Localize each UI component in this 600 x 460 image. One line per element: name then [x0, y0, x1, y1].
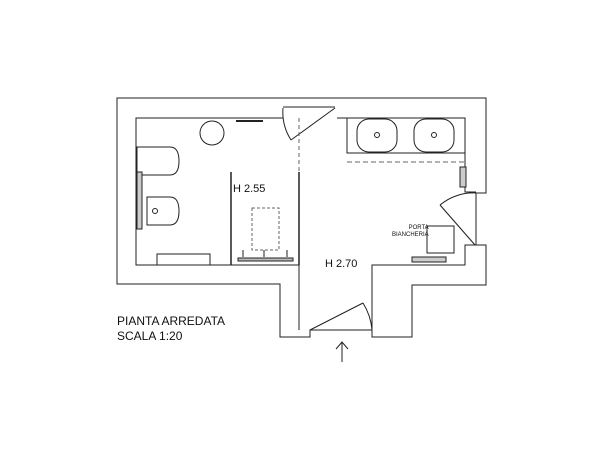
room-height-main: H 2.70 — [325, 258, 358, 270]
right-door-leaf — [439, 204, 476, 246]
laundry-label-line1: PORTA — [408, 225, 429, 231]
inner-wall-right-lower — [371, 244, 476, 330]
vanity-counter — [346, 117, 466, 154]
plan-title-block: PIANTA ARREDATA SCALA 1:20 — [117, 314, 225, 344]
room-height-shower: H 2.55 — [233, 183, 266, 195]
laundry-label-line2: BIANCHERIA — [392, 232, 429, 238]
sink-left — [356, 118, 398, 153]
bath-shelf — [156, 253, 211, 266]
plan-title: PIANTA ARREDATA — [117, 314, 226, 328]
top-door-leaf — [290, 107, 336, 141]
wall-radiator — [136, 171, 143, 230]
inner-wall-right — [337, 117, 476, 193]
laundry-shelf — [411, 256, 447, 263]
outer-wall — [116, 97, 487, 338]
shower-tray — [251, 207, 280, 251]
laundry-label: PORTA BIANCHERIA — [392, 225, 429, 239]
entrance-arrow-icon — [335, 341, 349, 362]
entrance-door-leaf — [309, 302, 364, 331]
bidet-drain — [152, 208, 158, 214]
sink-drain — [431, 132, 437, 138]
round-mirror — [199, 120, 225, 146]
sink-right — [413, 118, 455, 153]
laundry-basket — [426, 225, 455, 254]
entrance-door-arc — [362, 302, 373, 331]
sink-drain — [374, 132, 380, 138]
plan-scale: SCALA 1:20 — [117, 329, 183, 343]
top-door-arc — [282, 107, 292, 141]
right-door-arc — [439, 192, 477, 206]
bidet — [146, 196, 180, 226]
inner-wall — [135, 117, 300, 330]
toilet — [136, 146, 180, 176]
wall-heater — [459, 166, 467, 188]
shower-drain-bar — [237, 257, 294, 262]
